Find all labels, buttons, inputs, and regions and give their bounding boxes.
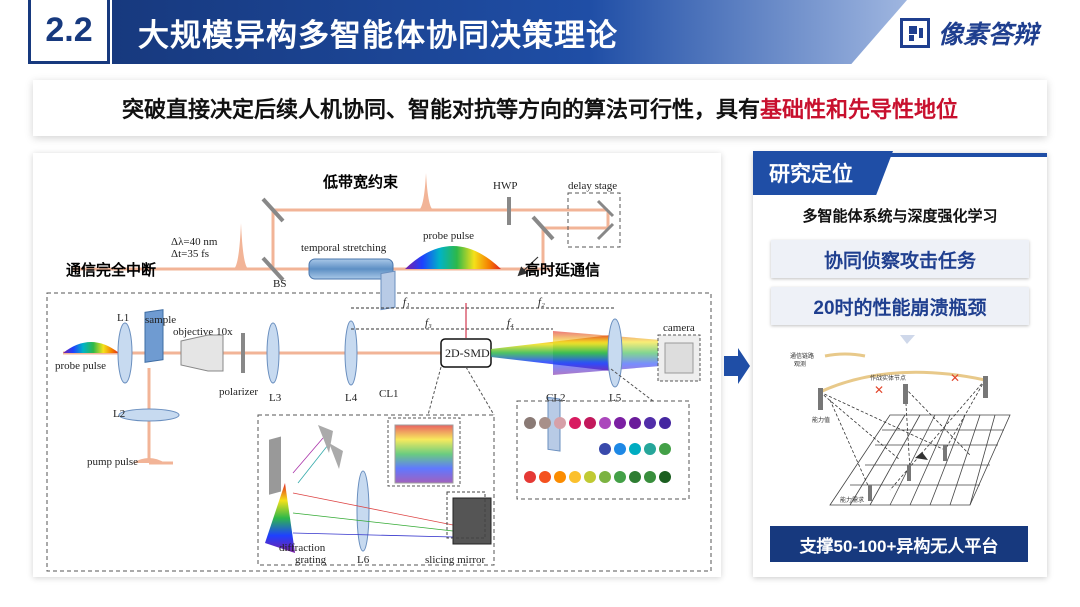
goal-2-text: 20时的性能崩溃瓶颈 (813, 297, 987, 319)
support-text: 支撑50-100+异构无人平台 (799, 536, 999, 556)
page-title: 大规模异构多智能体协同决策理论 (112, 0, 907, 64)
label-f2: f₂ (538, 296, 545, 308)
label-l2: L2 (113, 408, 125, 420)
label-l4: L4 (345, 392, 358, 404)
label-delay-stage: delay stage (568, 180, 617, 192)
lower-setup-frame (46, 292, 712, 572)
label-comm-interrupt: 通信完全中断 (66, 261, 156, 279)
multi-agent-scene: ✕ ✕ 通信链路 观测 作战实体节点 能力值 能力需求 (790, 335, 1011, 506)
label-high-latency: 高时延通信 (525, 261, 600, 279)
label-cl1: CL1 (379, 388, 399, 400)
brand-logo: 像素答辩 (900, 14, 1060, 52)
scene-label-comm-link: 通信链路 (790, 352, 814, 360)
goal-1-text: 协同侦察攻击任务 (823, 250, 976, 272)
agent-nodes (818, 376, 988, 501)
svg-text:✕: ✕ (874, 383, 884, 397)
research-panel (753, 153, 1047, 577)
label-probe-pulse-top: probe pulse (423, 230, 474, 242)
optical-setup-diagram: 低带宽约束 通信完全中断 高时延通信 HWP delay stage Δλ=40… (46, 173, 712, 572)
arrow-right-icon (724, 348, 750, 384)
optical-diagram-panel: 低带宽约束 通信完全中断 高时延通信 HWP delay stage Δλ=40… (33, 153, 721, 577)
label-l3: L3 (269, 392, 282, 404)
label-low-bandwidth: 低带宽约束 (322, 173, 399, 191)
label-sample: sample (145, 314, 176, 326)
grid-floor (829, 414, 1011, 506)
page-title-text: 大规模异构多智能体协同决策理论 (138, 17, 618, 53)
label-f4: f₄ (507, 317, 514, 329)
label-l6: L6 (357, 554, 370, 566)
research-tab-label: 研究定位 (769, 163, 853, 186)
smd-inset (257, 366, 495, 566)
scene-label-capability: 能力值 (812, 416, 830, 424)
label-bs: BS (273, 278, 286, 290)
section-number: 2.2 (28, 0, 110, 64)
brand-name: 像素答辩 (938, 21, 1039, 49)
section-number-text: 2.2 (45, 11, 93, 49)
brand-mark-icon (900, 18, 930, 48)
svg-text:✕: ✕ (950, 371, 960, 385)
label-polarizer: polarizer (219, 386, 258, 398)
scene-label-node: 作战实体节点 (870, 374, 906, 382)
label-slicing-mirror: slicing mirror (425, 554, 486, 566)
label-delta-t: Δt=35 fs (171, 248, 209, 260)
label-f1: f₁ (403, 296, 410, 308)
scene-label-demand: 能力需求 (840, 496, 864, 504)
lower-beam (63, 270, 701, 465)
top-beam (73, 173, 621, 282)
label-cl2: CL2 (546, 392, 566, 404)
label-camera: camera (663, 322, 695, 334)
support-banner: 支撑50-100+异构无人平台 (770, 526, 1028, 562)
label-f3: f₃ (425, 317, 432, 329)
label-probe-pulse-left: probe pulse (55, 360, 106, 372)
label-diffraction: diffraction (279, 542, 326, 554)
subtitle-banner: 突破直接决定后续人机协同、智能对抗等方向的算法可行性，具有基础性和先导性地位 (33, 80, 1047, 136)
label-smd: 2D-SMD (445, 346, 490, 360)
label-temporal-stretching: temporal stretching (301, 242, 387, 254)
label-hwp: HWP (493, 180, 517, 192)
label-delta-lambda: Δλ=40 nm (171, 236, 218, 248)
scene-label-observe: 观测 (794, 360, 806, 368)
label-grating: grating (295, 554, 327, 566)
label-pump-pulse: pump pulse (87, 456, 138, 468)
color-dot-array (516, 368, 690, 500)
subtitle-text: 突破直接决定后续人机协同、智能对抗等方向的算法可行性，具有 (121, 97, 760, 122)
subtitle-highlight: 基础性和先导性地位 (760, 97, 959, 122)
label-l1: L1 (117, 312, 129, 324)
goal-box-2: 20时的性能崩溃瓶颈 (771, 287, 1029, 325)
label-l5: L5 (609, 392, 622, 404)
goal-box-1: 协同侦察攻击任务 (771, 240, 1029, 278)
label-objective: objective 10x (173, 326, 233, 338)
research-tab: 研究定位 (753, 151, 893, 195)
research-subtitle: 多智能体系统与深度强化学习 (802, 208, 998, 225)
